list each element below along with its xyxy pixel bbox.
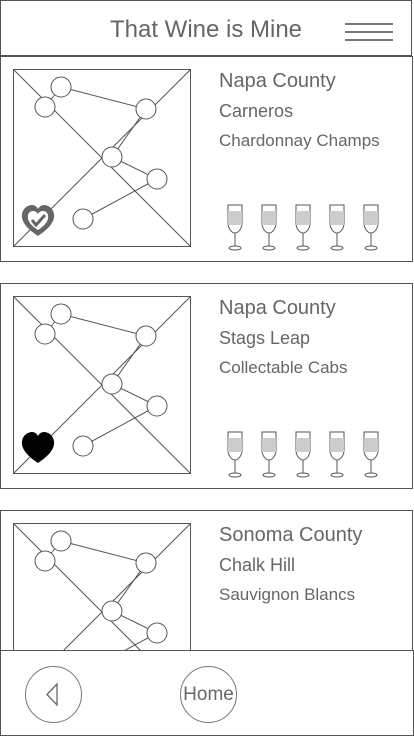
card-collection: Sauvignon Blancs <box>219 585 356 604</box>
app-header: That Wine is Mine <box>0 0 412 56</box>
image-placeholder <box>13 296 191 474</box>
home-button[interactable]: Home <box>180 666 237 723</box>
card-county: Sonoma County <box>219 524 363 546</box>
card-collection: Collectable Cabs <box>219 358 348 377</box>
wine-glass-icon[interactable] <box>361 430 381 478</box>
wine-glass-icon[interactable] <box>225 430 245 478</box>
wine-card[interactable]: Napa County Carneros Chardonnay Champs <box>0 56 413 262</box>
favorite-heart-icon[interactable] <box>20 204 56 238</box>
wine-card[interactable]: Napa County Stags Leap Collectable Cabs <box>0 283 413 489</box>
back-arrow-icon <box>46 682 58 707</box>
card-region: Carneros <box>219 101 294 121</box>
rating-glasses[interactable] <box>225 203 385 251</box>
card-region: Chalk Hill <box>219 555 296 575</box>
wine-glass-icon[interactable] <box>293 203 313 251</box>
wine-glass-icon[interactable] <box>225 203 245 251</box>
card-collection: Chardonnay Champs <box>219 131 380 150</box>
rating-glasses[interactable] <box>225 430 385 478</box>
wine-glass-icon[interactable] <box>327 203 347 251</box>
card-region: Stags Leap <box>219 328 311 348</box>
bottom-nav: Home <box>0 650 414 736</box>
menu-icon[interactable] <box>345 23 393 43</box>
wine-glass-icon[interactable] <box>361 203 381 251</box>
wine-glass-icon[interactable] <box>259 203 279 251</box>
card-county: Napa County <box>219 297 336 319</box>
wine-glass-icon[interactable] <box>327 430 347 478</box>
wine-glass-icon[interactable] <box>259 430 279 478</box>
image-placeholder <box>13 69 191 247</box>
card-county: Napa County <box>219 70 336 92</box>
wine-glass-icon[interactable] <box>293 430 313 478</box>
back-button[interactable] <box>25 666 82 723</box>
favorite-heart-icon[interactable] <box>20 431 56 465</box>
app-title: That Wine is Mine <box>109 16 303 43</box>
